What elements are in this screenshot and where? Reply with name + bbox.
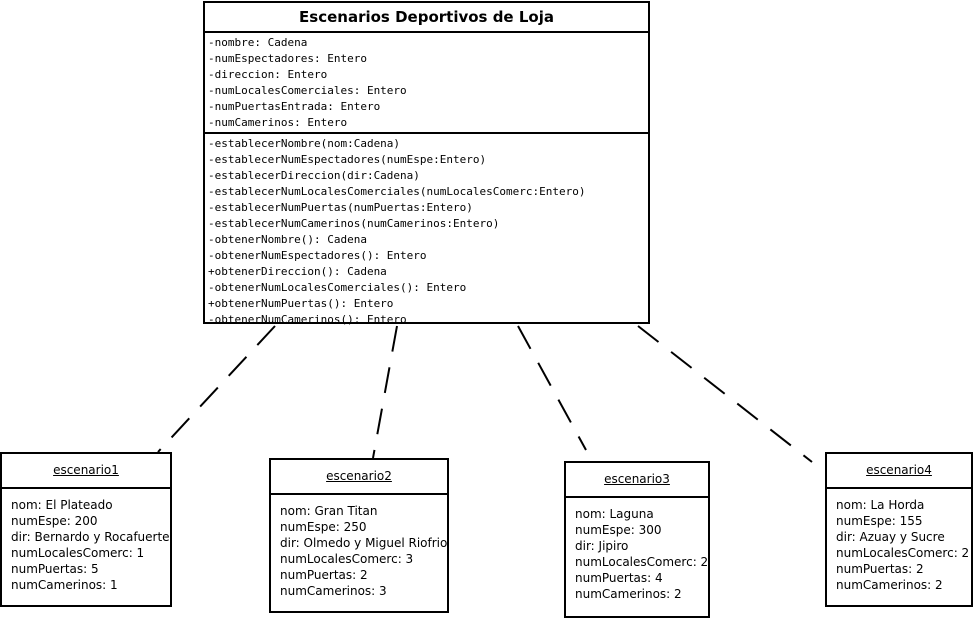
method-line: -obtenerNumLocalesComerciales(): Entero (208, 281, 467, 294)
object-value: numLocalesComerc: 1 (11, 546, 145, 560)
method-line: +obtenerNumPuertas(): Entero (208, 297, 394, 310)
object-values: nom: Laguna numEspe: 300 dir: Jipiro num… (566, 498, 708, 602)
class-name: Escenarios Deportivos de Loja (205, 3, 648, 33)
object-value: numLocalesComerc: 2 (836, 546, 970, 560)
object-value: nom: La Horda (836, 498, 925, 512)
method-line: -establecerNumCamerinos(numCamerinos:Ent… (208, 217, 500, 230)
method-line: -establecerNumPuertas(numPuertas:Entero) (208, 201, 473, 214)
method-line: +obtenerDireccion(): Cadena (208, 265, 387, 278)
object-value: dir: Olmedo y Miguel Riofrio (280, 536, 448, 550)
object-escenario2: escenario2 nom: Gran Titan numEspe: 250 … (269, 458, 449, 613)
method-line: -establecerNumLocalesComerciales(numLoca… (208, 185, 586, 198)
link-escenario2 (372, 325, 398, 459)
method-line: -obtenerNumEspectadores(): Entero (208, 249, 427, 262)
attribute-line: -numCamerinos: Entero (208, 116, 348, 129)
object-value: numPuertas: 2 (836, 562, 924, 576)
object-value: numPuertas: 2 (280, 568, 368, 582)
object-value: numCamerinos: 3 (280, 584, 387, 598)
object-value: numLocalesComerc: 3 (280, 552, 414, 566)
attribute-line: -nombre: Cadena (208, 36, 308, 49)
object-values: nom: La Horda numEspe: 155 dir: Azuay y … (827, 489, 971, 593)
method-line: -establecerNumEspectadores(numEspe:Enter… (208, 153, 487, 166)
object-value: numCamerinos: 2 (836, 578, 943, 592)
object-value: dir: Azuay y Sucre (836, 530, 945, 544)
link-escenario1 (157, 325, 276, 453)
object-value: nom: El Plateado (11, 498, 113, 512)
object-value: numEspe: 300 (575, 523, 662, 537)
object-value: numCamerinos: 1 (11, 578, 118, 592)
object-value: numEspe: 250 (280, 520, 367, 534)
object-escenario3: escenario3 nom: Laguna numEspe: 300 dir:… (564, 461, 710, 618)
object-value: numEspe: 155 (836, 514, 923, 528)
object-name: escenario2 (271, 460, 447, 495)
method-line: -establecerDireccion(dir:Cadena) (208, 169, 420, 182)
attribute-line: -numPuertasEntrada: Entero (208, 100, 381, 113)
link-escenario4 (637, 325, 813, 463)
object-values: nom: El Plateado numEspe: 200 dir: Berna… (2, 489, 170, 593)
method-line: -obtenerNumCamerinos(): Entero (208, 313, 407, 326)
object-value: numPuertas: 4 (575, 571, 663, 585)
attribute-line: -numEspectadores: Entero (208, 52, 367, 65)
object-value: nom: Gran Titan (280, 504, 378, 518)
object-escenario1: escenario1 nom: El Plateado numEspe: 200… (0, 452, 172, 607)
object-value: numLocalesComerc: 2 (575, 555, 709, 569)
object-name: escenario4 (827, 454, 971, 489)
class-box: Escenarios Deportivos de Loja -nombre: C… (203, 1, 650, 326)
object-escenario4: escenario4 nom: La Horda numEspe: 155 di… (825, 452, 973, 607)
object-value: dir: Bernardo y Rocafuerte (11, 530, 170, 544)
class-attributes: -nombre: Cadena -numEspectadores: Entero… (205, 33, 648, 134)
attribute-line: -direccion: Entero (208, 68, 328, 81)
object-name: escenario3 (566, 463, 708, 498)
class-methods: -establecerNombre(nom:Cadena) -establece… (205, 134, 648, 328)
attribute-line: -numLocalesComerciales: Entero (208, 84, 407, 97)
object-name: escenario1 (2, 454, 170, 489)
object-value: dir: Jipiro (575, 539, 629, 553)
object-values: nom: Gran Titan numEspe: 250 dir: Olmedo… (271, 495, 447, 599)
method-line: -obtenerNombre(): Cadena (208, 233, 367, 246)
object-value: numEspe: 200 (11, 514, 98, 528)
link-escenario3 (517, 325, 587, 451)
method-line: -establecerNombre(nom:Cadena) (208, 137, 401, 150)
object-value: nom: Laguna (575, 507, 654, 521)
object-value: numPuertas: 5 (11, 562, 99, 576)
object-value: numCamerinos: 2 (575, 587, 682, 601)
